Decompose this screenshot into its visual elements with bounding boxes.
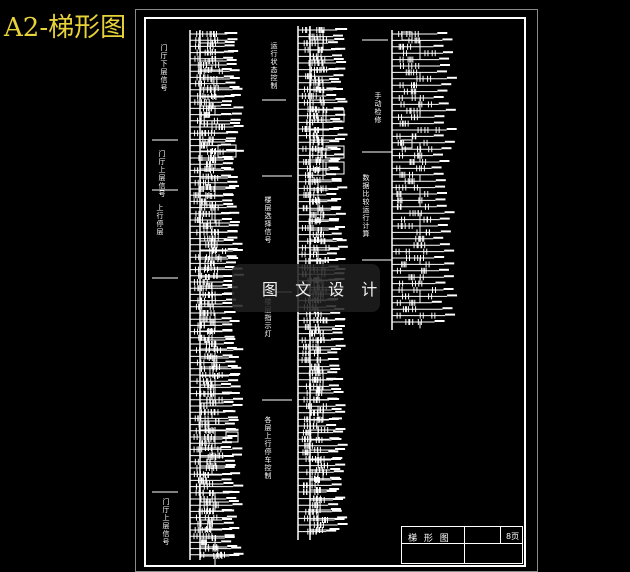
title-block-name: 梯 形 图 — [408, 534, 451, 544]
section-label-5: 数据比较运行计算 — [362, 174, 370, 238]
section-label-2: 手动检修 — [374, 92, 382, 124]
ladder-coil — [325, 145, 345, 159]
ladder-coil — [217, 144, 237, 158]
section-label-9: 各层上行停车控制 — [264, 416, 272, 480]
section-label-7: 楼层选择信号 — [264, 196, 272, 244]
watermark: 图 文 设 计 — [232, 264, 380, 312]
drawing-title: A2-梯形图 — [4, 13, 127, 43]
section-label-10: 门厅上层信号 — [162, 498, 170, 546]
section-label-8: 楼层指示灯 — [264, 298, 272, 338]
title-block: 梯 形 图 8页 — [401, 526, 523, 564]
section-label-4: 上行停层 — [156, 204, 164, 236]
drawing-frame — [144, 17, 526, 567]
ladder-coil — [401, 139, 413, 149]
ladder-coil — [401, 31, 413, 41]
ladder-coil — [225, 431, 239, 443]
ladder-coil — [325, 109, 345, 123]
section-label-6: 运行状态控制 — [270, 42, 278, 90]
section-label-3: 门厅上层信号 — [158, 150, 166, 198]
section-label-1: 门厅下层信号 — [160, 44, 168, 92]
title-block-page: 8页 — [506, 532, 520, 541]
ladder-coil — [325, 161, 345, 175]
